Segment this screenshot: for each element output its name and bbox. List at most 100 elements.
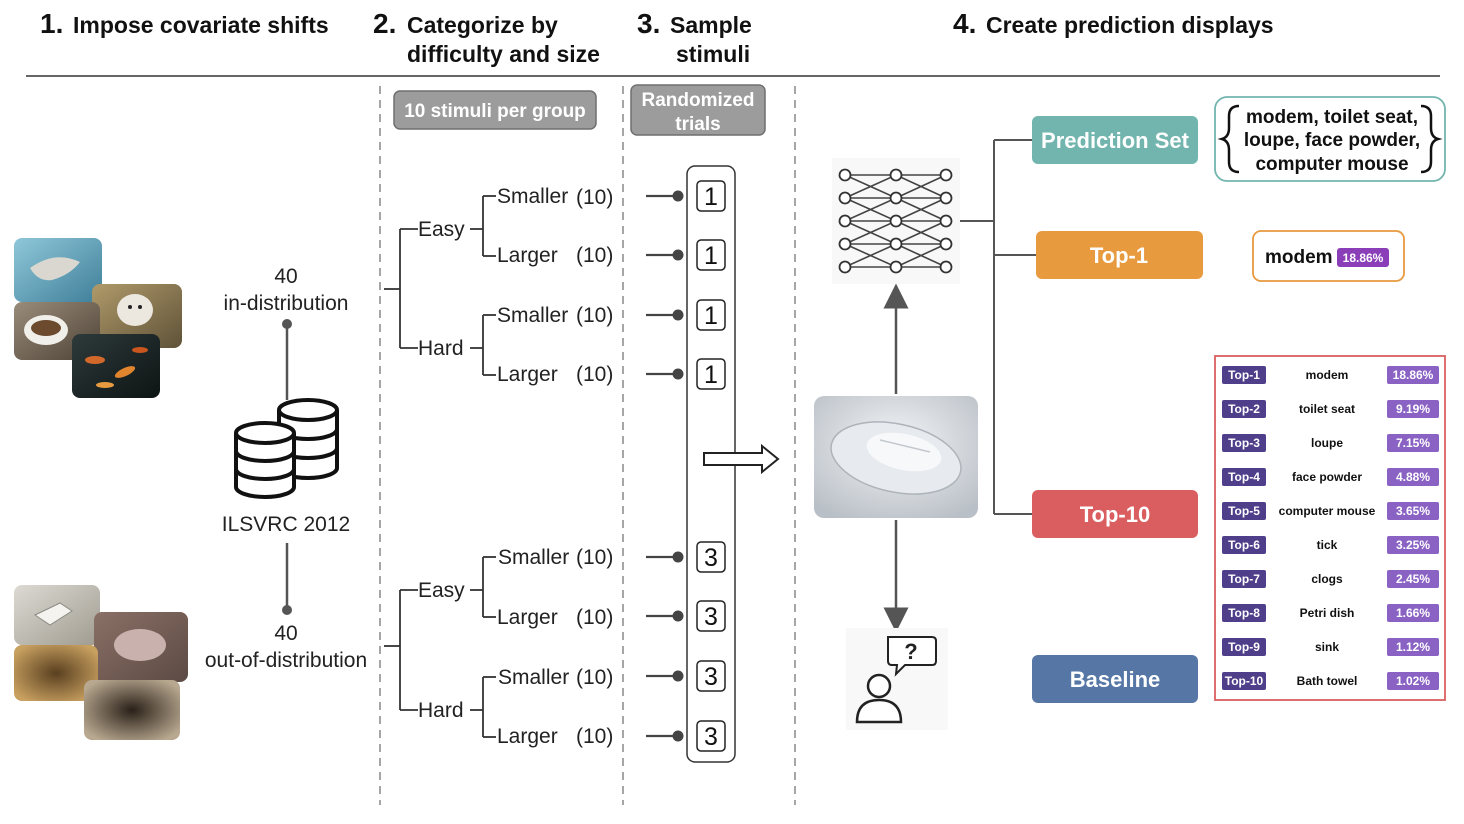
step-3-number: 3. xyxy=(637,8,660,39)
network-edge xyxy=(895,243,947,268)
rank-label: Top-9 xyxy=(1228,640,1260,654)
dog-image xyxy=(92,284,182,348)
network-edge xyxy=(844,243,897,268)
count-label-3: (10) xyxy=(576,304,613,327)
network-node xyxy=(838,168,852,182)
smaller-label-4: Smaller xyxy=(498,666,569,689)
network-node xyxy=(939,191,953,205)
rank-label: Top-4 xyxy=(1228,470,1260,484)
larger-label-4: Larger xyxy=(497,725,558,748)
neural-network-icon xyxy=(832,158,960,284)
count-label-6: (10) xyxy=(576,606,613,629)
out-of-distribution-images xyxy=(14,585,188,740)
trial-slot-2: 1 xyxy=(704,242,718,270)
prediction-set-line2: loupe, face powder, xyxy=(1244,130,1420,151)
top10-label: Top-10 xyxy=(1080,502,1150,527)
count-label-2: (10) xyxy=(576,244,613,267)
smaller-label-1: Smaller xyxy=(497,185,568,208)
network-node xyxy=(939,260,953,274)
probability-label: 1.02% xyxy=(1396,674,1430,688)
rank-label: Top-2 xyxy=(1228,402,1260,416)
hard-label-top: Hard xyxy=(418,337,464,360)
network-edge xyxy=(895,220,947,245)
top10-display: Top-10 xyxy=(1032,490,1198,538)
step-4-number: 4. xyxy=(953,8,976,39)
class-label: clogs xyxy=(1311,572,1343,586)
probability-tag xyxy=(1387,468,1439,486)
user-question-icon: ? xyxy=(846,628,948,730)
class-label: tick xyxy=(1317,538,1338,552)
blurred-image-2 xyxy=(84,680,180,740)
in-distribution-text: in-distribution xyxy=(224,292,349,315)
larger-label-1: Larger xyxy=(497,244,558,267)
prediction-set-line3: computer mouse xyxy=(1255,154,1408,175)
rank-label: Top-10 xyxy=(1225,674,1264,688)
out-of-distribution-tree xyxy=(384,556,496,738)
network-node xyxy=(939,168,953,182)
trial-connector-dots xyxy=(672,190,684,742)
probability-label: 18.86% xyxy=(1393,368,1434,382)
trial-slot-5: 3 xyxy=(704,544,718,572)
groups-badge-text: 10 stimuli per group xyxy=(404,101,586,122)
network-edge xyxy=(895,174,947,199)
probability-label: 3.25% xyxy=(1396,538,1430,552)
out-of-distribution-dot xyxy=(282,605,292,615)
count-label-1: (10) xyxy=(576,186,613,209)
rank-label: Top-5 xyxy=(1228,504,1260,518)
probability-tag xyxy=(1387,502,1439,520)
left-brace-icon xyxy=(1217,104,1240,174)
network-node xyxy=(889,191,903,205)
top1-example-label: modem xyxy=(1265,247,1333,268)
rank-tag xyxy=(1222,570,1266,588)
prediction-set-display: Prediction Set xyxy=(1032,116,1198,164)
probability-tag xyxy=(1387,434,1439,452)
network-node xyxy=(838,191,852,205)
trial-slot-6: 3 xyxy=(704,603,718,631)
class-label: toilet seat xyxy=(1299,402,1355,416)
network-node xyxy=(838,260,852,274)
top1-example: modem 18.86% xyxy=(1252,230,1405,282)
trial-slot-8: 3 xyxy=(704,723,718,751)
groups-badge: 10 stimuli per group xyxy=(393,90,597,130)
rank-tag xyxy=(1222,536,1266,554)
probability-tag xyxy=(1387,672,1439,690)
probability-label: 4.88% xyxy=(1396,470,1430,484)
network-edge xyxy=(844,220,897,245)
network-edge xyxy=(844,197,897,222)
network-node xyxy=(939,237,953,251)
rank-tag xyxy=(1222,638,1266,656)
step-1-title: Impose covariate shifts xyxy=(73,12,329,38)
count-label-5: (10) xyxy=(576,546,613,569)
probability-label: 9.19% xyxy=(1396,402,1430,416)
probability-tag xyxy=(1387,570,1439,588)
network-node xyxy=(838,237,852,251)
larger-label-3: Larger xyxy=(497,606,558,629)
display-branch-connectors xyxy=(960,139,1036,515)
network-edge xyxy=(844,174,897,199)
count-label-8: (10) xyxy=(576,725,613,748)
class-label: loupe xyxy=(1311,436,1343,450)
network-node xyxy=(889,214,903,228)
baseline-label: Baseline xyxy=(1070,667,1161,692)
trial-slot-7: 3 xyxy=(704,663,718,691)
in-distribution-tree xyxy=(384,195,496,376)
prediction-set-label: Prediction Set xyxy=(1041,128,1190,153)
network-node xyxy=(838,214,852,228)
hard-label-bottom: Hard xyxy=(418,699,464,722)
out-of-distribution-text: out-of-distribution xyxy=(205,649,367,672)
trial-slots: 1 1 1 1 3 3 3 3 xyxy=(696,180,726,752)
right-brace-icon xyxy=(1420,104,1443,174)
step-2-title-line2: difficulty and size xyxy=(407,41,600,67)
blurred-image-1 xyxy=(14,645,98,701)
rank-label: Top-7 xyxy=(1228,572,1260,586)
dataset-name: ILSVRC 2012 xyxy=(222,513,350,536)
stylized-object-image xyxy=(94,612,188,682)
probability-label: 7.15% xyxy=(1396,436,1430,450)
